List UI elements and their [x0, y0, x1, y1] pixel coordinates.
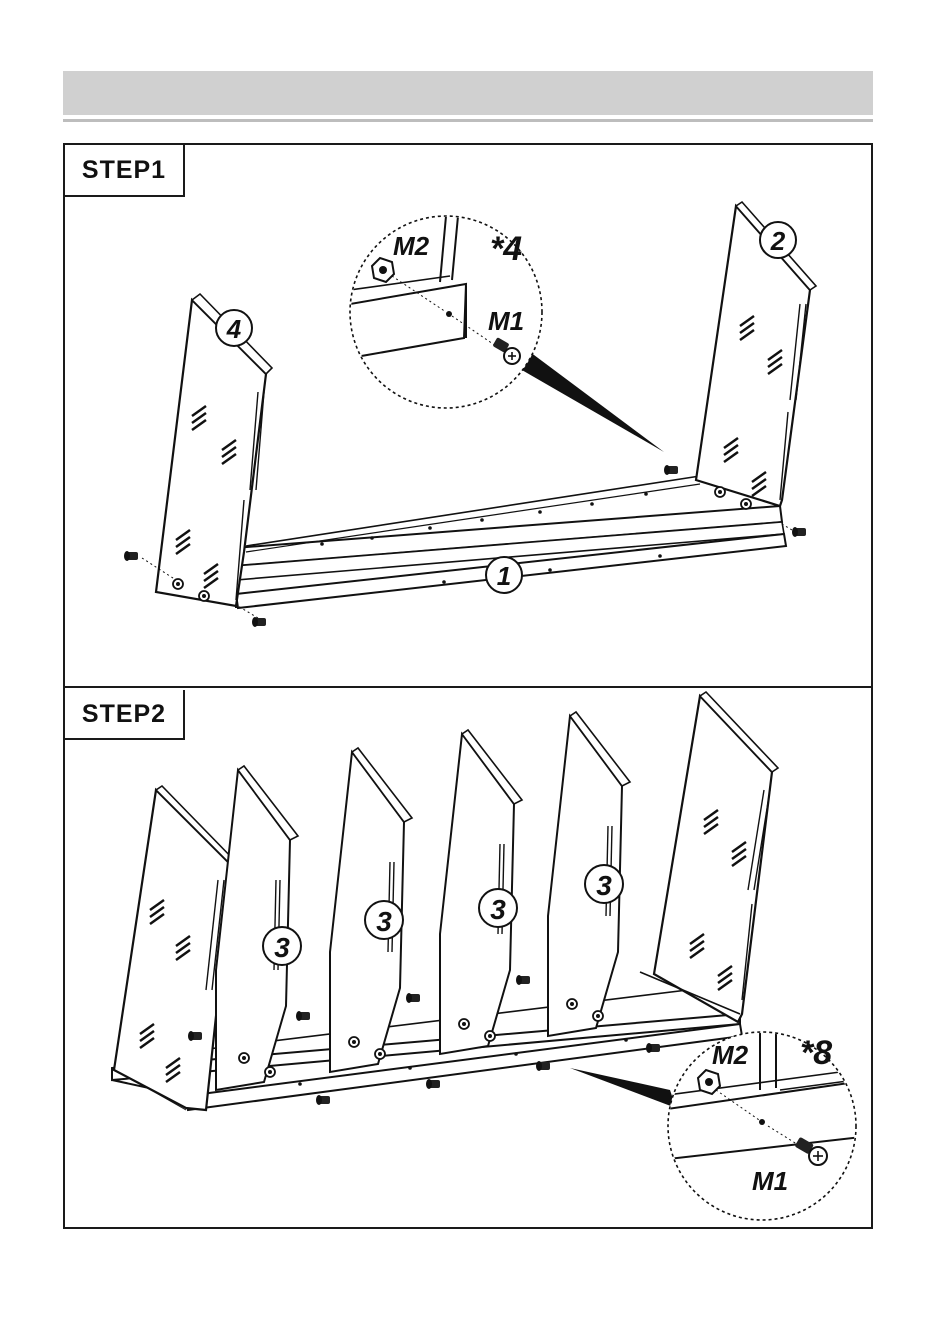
- step2-bolt-label: M1: [752, 1166, 788, 1196]
- divider-panel-1: 3: [216, 766, 310, 1090]
- divider-panel-3: 3: [440, 730, 530, 1054]
- svg-text:1: 1: [497, 561, 511, 591]
- step2-nut-label: M2: [712, 1040, 749, 1070]
- step2-right-side-panel: [640, 692, 778, 1022]
- divider-4-label: 3: [596, 870, 612, 901]
- step1-bolt-label: M1: [488, 306, 524, 336]
- part-4-marker: 4: [216, 310, 252, 346]
- svg-text:4: 4: [226, 314, 242, 344]
- right-side-panel-part: [696, 202, 816, 509]
- divider-3-label: 3: [490, 894, 506, 925]
- step1-detail-callout: M2 *4 M1: [350, 216, 664, 452]
- step1-nut-label: M2: [393, 231, 430, 261]
- divider-panel-4: 3: [548, 712, 630, 1036]
- svg-text:2: 2: [770, 226, 786, 256]
- step1-quantity: *4: [490, 230, 522, 268]
- divider-2-label: 3: [376, 906, 392, 937]
- divider-panel-2: 3: [330, 748, 420, 1072]
- step2-assembly: 3 3 3 3: [112, 692, 870, 1220]
- step1-assembly: M2 *4 M1 1 2 4: [124, 202, 816, 627]
- step2-detail-callout: M2 *8 M1: [570, 1030, 870, 1220]
- step2-quantity: *8: [800, 1034, 832, 1072]
- part-1-marker: 1: [486, 557, 522, 593]
- part-2-marker: 2: [760, 222, 796, 258]
- divider-1-label: 3: [274, 932, 290, 963]
